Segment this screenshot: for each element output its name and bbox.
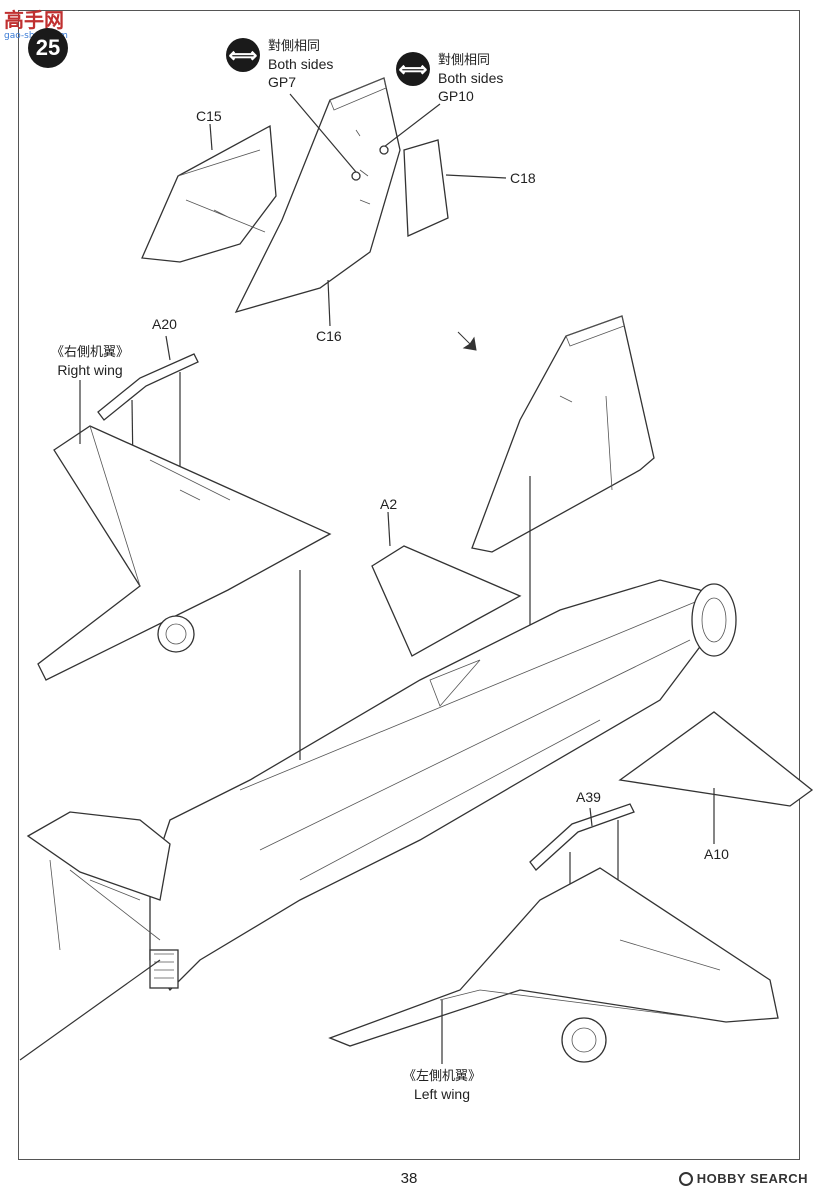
- step-number-badge: 25: [28, 28, 68, 68]
- note-en-2: Both sides: [438, 70, 504, 86]
- note-cn-2: 對側相同: [438, 53, 491, 68]
- label-c15: C15: [196, 108, 222, 124]
- double-arrow-icon: ⟺: [226, 38, 260, 72]
- label-c16: C16: [316, 328, 342, 344]
- label-a39: A39: [576, 789, 601, 805]
- page-number: 38: [400, 1170, 418, 1187]
- right-wing-cn: 《右側机翼》: [50, 345, 129, 360]
- double-arrow-icon: ⟺: [396, 52, 430, 86]
- label-a2: A2: [380, 496, 398, 512]
- page-frame: [18, 10, 800, 1160]
- right-wing: [37, 425, 332, 681]
- fuselage: [149, 579, 721, 992]
- label-c18: C18: [510, 170, 536, 186]
- part-c18: [403, 139, 449, 237]
- note-cn-1: 對側相同: [268, 39, 321, 54]
- label-a10: A10: [704, 846, 729, 862]
- canopy: [26, 811, 171, 901]
- left-wing-cn: 《左側机翼》: [402, 1069, 481, 1084]
- left-wing: [328, 867, 779, 1047]
- assembled-fin: [471, 315, 655, 553]
- watermark-mark-icon: [678, 1172, 693, 1186]
- part-c15: [141, 124, 277, 263]
- part-a39: [529, 803, 635, 871]
- part-a20: [97, 353, 199, 421]
- diagonal-arrow-icon: [457, 331, 477, 351]
- label-a20: A20: [152, 316, 177, 332]
- part-a2: [371, 545, 522, 657]
- right-wing-en: Right wing: [57, 362, 123, 378]
- watermark-hobby-search: HOBBY SEARCH: [678, 1171, 808, 1186]
- part-a10: [618, 711, 814, 807]
- note-part-gp7: GP7: [268, 74, 297, 90]
- note-en-1: Both sides: [268, 56, 334, 72]
- left-wing-en: Left wing: [413, 1086, 471, 1102]
- note-part-gp10: GP10: [438, 88, 474, 104]
